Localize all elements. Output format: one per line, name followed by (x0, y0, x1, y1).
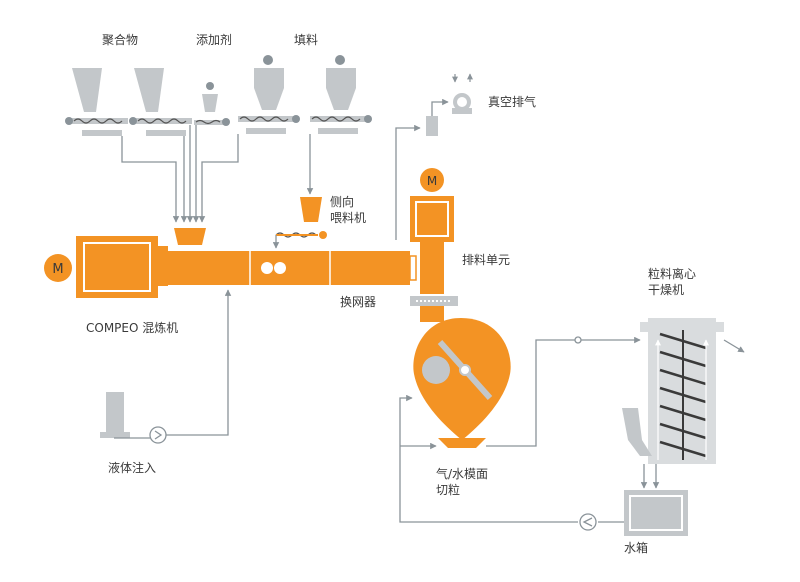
polymer-feeder-2 (129, 68, 192, 136)
liquid-injection (100, 289, 232, 444)
dryer-label-line2: 干燥机 (648, 283, 684, 297)
main-motor: M (44, 254, 72, 282)
liquid-injection-label: 液体注入 (108, 460, 156, 475)
screen-changer-label: 换网器 (340, 295, 376, 309)
filler-feeder-2 (310, 55, 372, 134)
pelletizer-label-line1: 气/水模面 (436, 466, 488, 481)
side-feeder-label-line1: 侧向 (330, 194, 354, 209)
vacuum-unit (395, 73, 473, 240)
discharge-label: 排料单元 (462, 253, 510, 267)
pelletizer (413, 318, 511, 448)
side-feeder (272, 197, 327, 249)
water-tank-label: 水箱 (624, 540, 648, 555)
side-feeder-label-line2: 喂料机 (330, 211, 366, 225)
main-hopper (174, 228, 206, 245)
vacuum-label: 真空排气 (488, 94, 536, 109)
polymer-feeder-1 (65, 68, 128, 136)
additive-feeder (194, 82, 230, 126)
compounder-barrel (168, 251, 417, 285)
discharge-motor-label: M (427, 174, 437, 188)
centrifugal-dryer (622, 318, 745, 464)
compounder-label: COMPEO 混炼机 (86, 320, 178, 335)
discharge-unit: M (410, 168, 458, 322)
filler-feeder-1 (238, 55, 300, 134)
additive-label: 添加剂 (196, 32, 232, 47)
motor-label: M (52, 262, 63, 277)
feed-lines (121, 125, 314, 223)
filler-label: 填料 (294, 33, 318, 47)
polymer-label: 聚合物 (102, 32, 138, 47)
pelletizer-label-line2: 切粒 (436, 482, 460, 497)
gearbox (76, 236, 168, 298)
water-loop (399, 336, 641, 531)
dryer-label-line1: 粒料离心 (648, 266, 696, 281)
water-tank (624, 464, 688, 536)
